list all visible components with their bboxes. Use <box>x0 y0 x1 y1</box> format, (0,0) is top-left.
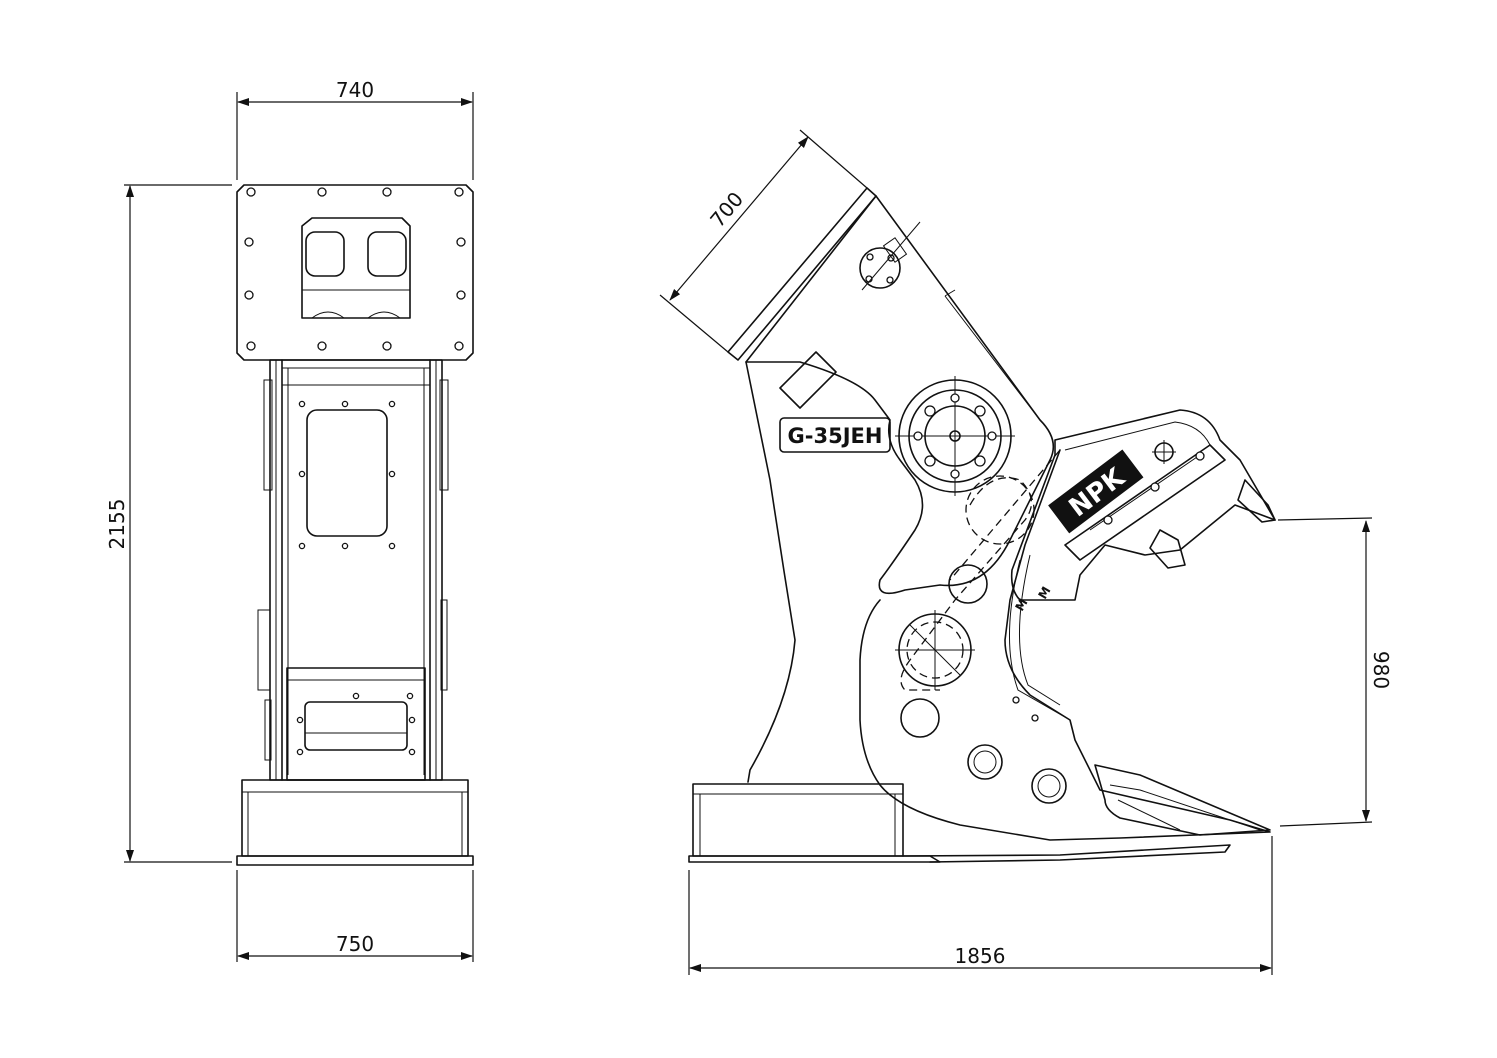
dim-front-bottom-width: 750 <box>236 870 474 962</box>
side-main-pivot <box>895 376 1015 496</box>
side-frame-upper <box>745 195 1055 595</box>
dim-740-text: 740 <box>336 78 374 102</box>
side-tooth-1 <box>1237 479 1276 523</box>
side-upper-jaw <box>1010 409 1276 601</box>
front-top-plate-bolts <box>244 187 466 351</box>
dim-side-plate: 700 <box>659 129 868 353</box>
side-frame-neck <box>745 361 796 783</box>
front-upper-window <box>306 409 388 537</box>
front-top-opening <box>301 217 411 319</box>
side-small-plate <box>779 351 837 409</box>
dim-front-top-width: 740 <box>236 78 474 180</box>
dim-side-length: 1856 <box>688 836 1273 975</box>
dim-700-text: 700 <box>705 187 748 232</box>
front-pad-left <box>305 231 345 277</box>
side-base-plate <box>688 855 941 863</box>
front-view <box>236 184 474 866</box>
front-lower-panel <box>286 667 426 781</box>
dim-750-text: 750 <box>336 932 374 956</box>
side-top-plate <box>727 187 877 361</box>
side-hole-3 <box>967 744 1003 780</box>
dim-1856-text: 1856 <box>955 944 1006 968</box>
side-lower-blade <box>1094 764 1271 836</box>
side-lower-pivot <box>895 610 975 690</box>
front-top-plate <box>236 184 474 361</box>
dim-980-text: 980 <box>1369 651 1393 689</box>
svg-text:M: M <box>1012 596 1030 613</box>
front-base-plate <box>236 855 474 866</box>
side-hole-4 <box>1031 768 1067 804</box>
dim-2155-text: 2155 <box>105 499 129 550</box>
side-hole-1 <box>948 564 988 604</box>
front-window-bolts <box>298 400 396 550</box>
side-tooth-2 <box>1149 529 1186 569</box>
model-label: G-35JEH <box>788 424 883 448</box>
front-pad-right <box>367 231 407 277</box>
front-lower-window <box>304 701 408 751</box>
side-upper-blade <box>1064 444 1226 561</box>
side-swivel-detail <box>859 221 921 291</box>
model-label-box <box>779 417 891 453</box>
front-base <box>241 779 469 857</box>
side-view: G-35JEH <box>688 187 1276 863</box>
side-base <box>692 783 904 857</box>
side-hole-2 <box>900 698 940 738</box>
front-body <box>269 359 443 781</box>
brand-logo: NPK <box>1048 449 1144 534</box>
svg-text:M: M <box>1035 584 1053 601</box>
dim-jaw-opening: 980 <box>1277 517 1393 827</box>
dim-front-height: 2155 <box>105 184 232 863</box>
